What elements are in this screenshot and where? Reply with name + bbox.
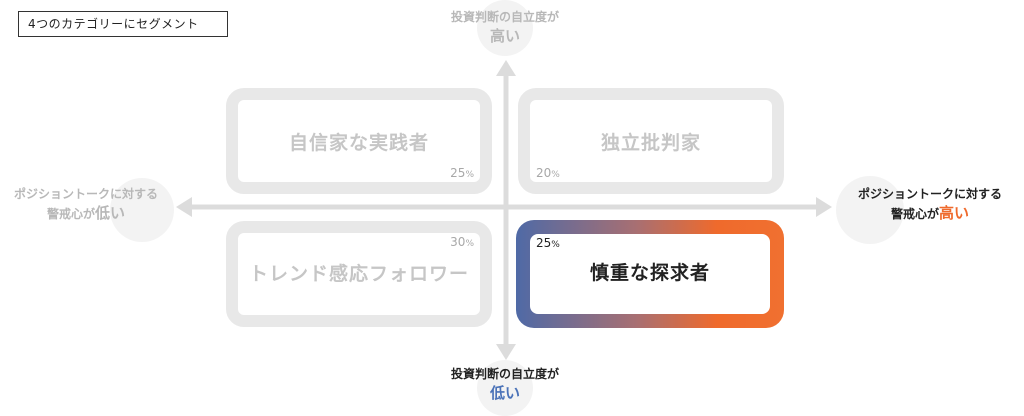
axis-label-left-line2a: 警戒心が <box>46 206 95 221</box>
axis-label-left-line2b: 低い <box>95 203 126 222</box>
top-axis-circle <box>477 0 533 56</box>
axis-label-bottom-line2: 低い <box>489 383 520 402</box>
quadrant-bottom-right-percent: 25% <box>536 236 560 250</box>
axis-label-bottom-line1: 投資判断の自立度が <box>450 367 559 381</box>
axis-label-top-line1: 投資判断の自立度が <box>450 10 559 24</box>
quadrant-bottom-left-name: トレンド感応フォロワー <box>248 263 469 285</box>
quadrant-bottom-left: トレンド感応フォロワー 30% <box>226 221 492 327</box>
quadrant-bottom-right: 25% 慎重な探求者 <box>516 220 784 328</box>
quadrant-top-right-name: 独立批判家 <box>600 132 701 154</box>
left-axis-circle <box>110 178 174 242</box>
quadrant-bottom-right-inner: 25% 慎重な探求者 <box>530 234 770 314</box>
quadrant-top-left-name: 自信家な実践者 <box>288 132 429 154</box>
axis-label-right-line2a: 警戒心が <box>890 206 939 221</box>
down-arrowhead <box>496 344 516 360</box>
axis-label-right: ポジショントークに対する 警戒心が高い <box>840 186 1020 224</box>
right-arrowhead <box>816 197 832 217</box>
axis-label-top: 投資判断の自立度が 高い <box>405 9 605 47</box>
quadrant-bottom-left-percent: 30% <box>450 235 474 249</box>
quadrant-top-right: 独立批判家 20% <box>518 88 784 194</box>
quadrant-top-left-percent: 25% <box>450 166 474 180</box>
axis-label-right-line2b: 高い <box>939 203 970 222</box>
quadrant-top-left: 自信家な実践者 25% <box>226 88 492 194</box>
quadrant-bottom-right-name: 慎重な探求者 <box>589 262 710 284</box>
axis-label-left-line1: ポジショントークに対する <box>13 187 158 201</box>
quadrant-top-right-percent: 20% <box>536 166 560 180</box>
axis-label-right-line1: ポジショントークに対する <box>857 187 1002 201</box>
axis-label-bottom: 投資判断の自立度が 低い <box>405 366 605 404</box>
axis-label-top-line2: 高い <box>489 26 520 45</box>
bottom-axis-circle <box>477 360 533 416</box>
diagram-title: 4つのカテゴリーにセグメント <box>18 11 228 37</box>
left-arrowhead <box>176 197 192 217</box>
axis-label-left: ポジショントークに対する 警戒心が低い <box>0 186 172 224</box>
right-axis-circle <box>836 176 904 244</box>
up-arrowhead <box>496 60 516 76</box>
